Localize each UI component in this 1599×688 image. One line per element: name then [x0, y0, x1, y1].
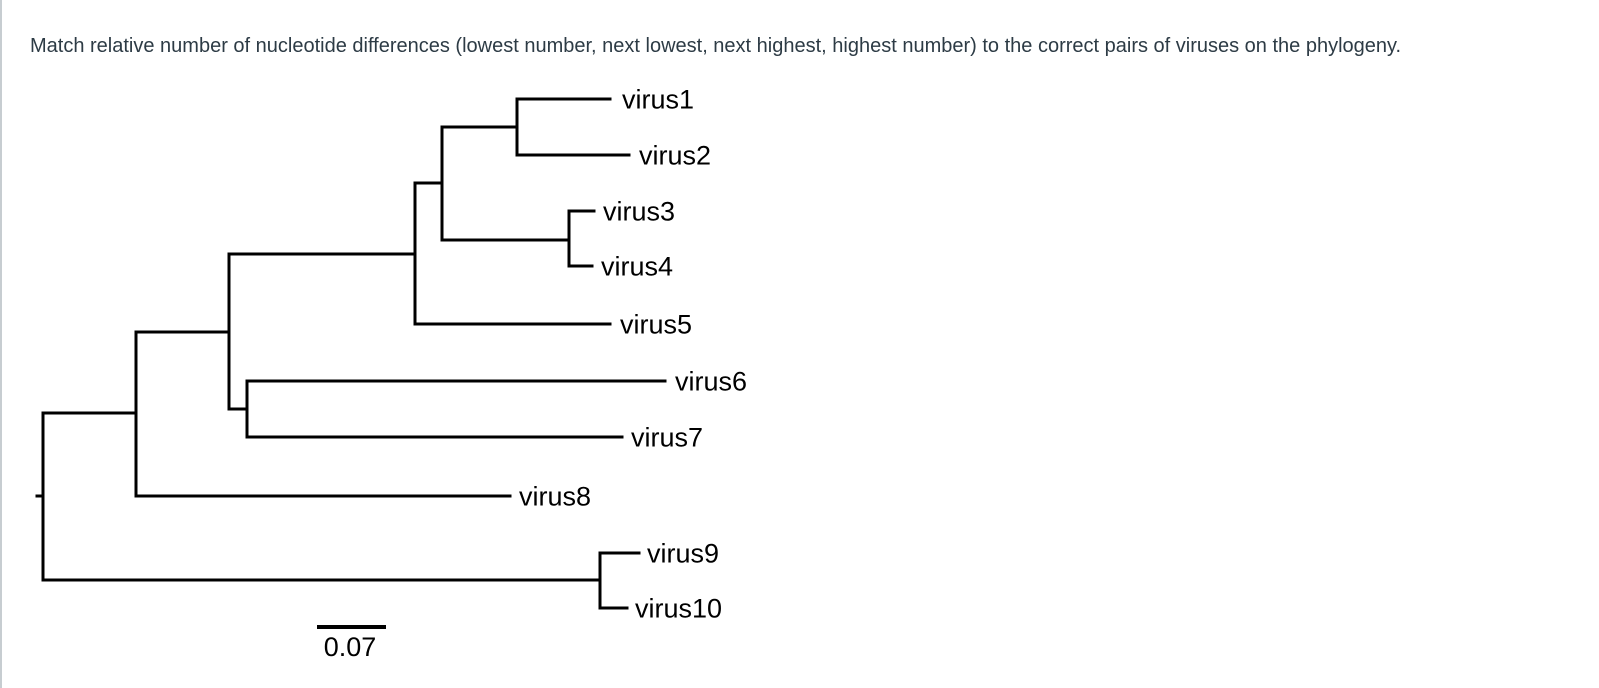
taxon-label-virus2: virus2 — [639, 140, 711, 170]
taxon-label-virus1: virus1 — [622, 84, 694, 114]
taxon-label-virus9: virus9 — [647, 538, 719, 568]
taxon-label-virus4: virus4 — [601, 251, 673, 281]
scale-bar-label: 0.07 — [324, 632, 377, 662]
taxon-label-virus6: virus6 — [675, 366, 747, 396]
taxon-label-virus3: virus3 — [603, 196, 675, 226]
taxon-label-virus5: virus5 — [620, 309, 692, 339]
taxon-label-virus8: virus8 — [519, 481, 591, 511]
taxon-label-virus10: virus10 — [635, 593, 722, 623]
taxon-label-virus7: virus7 — [631, 422, 703, 452]
question-text: Match relative number of nucleotide diff… — [30, 35, 1402, 57]
